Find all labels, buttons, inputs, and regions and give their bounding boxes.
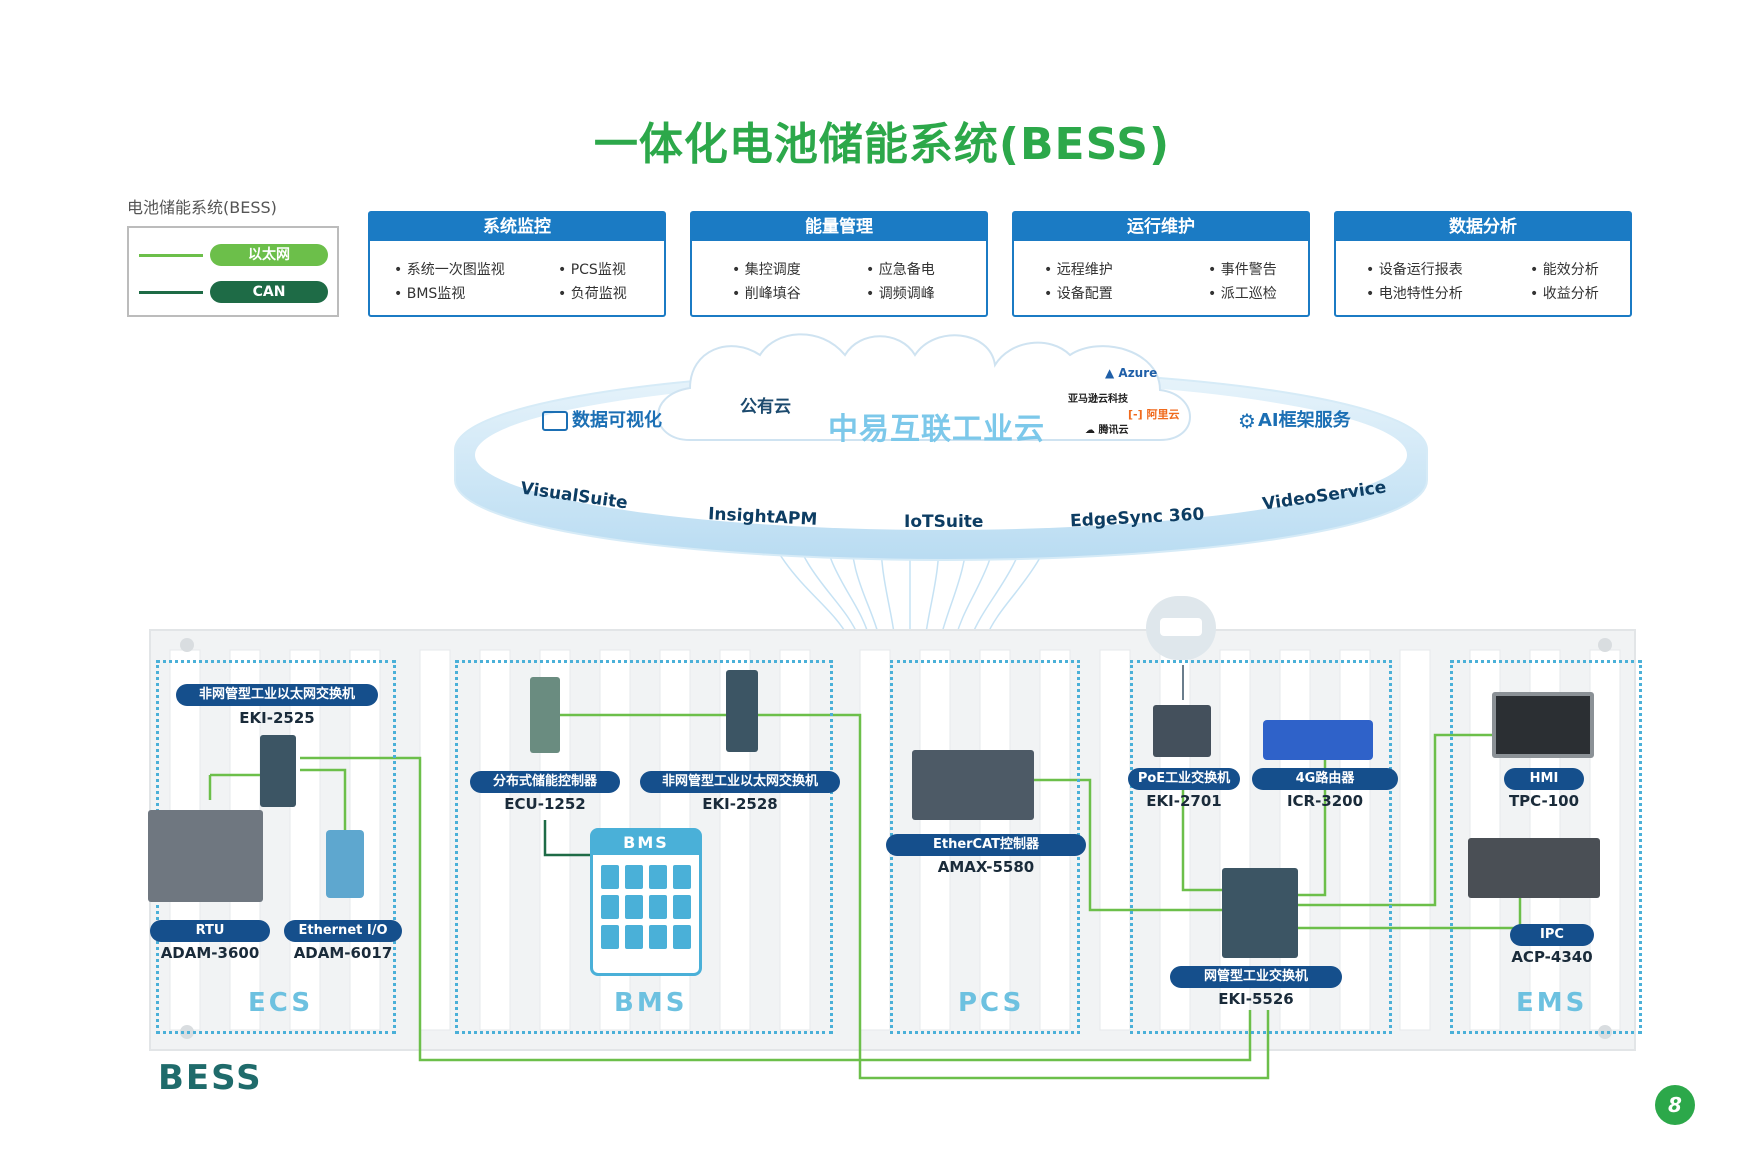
eki2528-model: EKI-2528	[702, 795, 778, 813]
zone-label-pcs: PCS	[958, 988, 1025, 1018]
camera-icon	[1146, 596, 1216, 660]
amax5580-model: AMAX-5580	[937, 858, 1035, 876]
eki5526-label: 网管型工业交换机	[1170, 966, 1342, 988]
panel-item: 设备运行报表	[1366, 259, 1463, 279]
legend-can: CAN	[210, 281, 328, 303]
panel-operation-maintenance: 运行维护 远程维护 事件警告 设备配置 派工巡检	[1012, 211, 1310, 317]
aws-logo: 亚马逊云科技	[1068, 394, 1128, 405]
eki2528-label: 非网管型工业以太网交换机	[640, 771, 840, 793]
panel-title: 数据分析	[1336, 213, 1630, 241]
panel-item: 负荷监视	[558, 283, 627, 303]
legend-caption: 电池储能系统(BESS)	[127, 198, 277, 217]
gears-icon: ⚙	[1238, 409, 1256, 433]
ecu1252-label: 分布式储能控制器	[470, 771, 620, 793]
zone-bms	[455, 660, 833, 1034]
feature-label: 数据可视化	[572, 410, 662, 431]
adam3600-label: RTU	[150, 920, 270, 942]
legend-ethernet: 以太网	[210, 244, 328, 266]
ethernet-wiring	[208, 713, 1522, 1080]
panel-title: 运行维护	[1014, 213, 1308, 241]
zone-ems	[1450, 660, 1642, 1034]
panel-item: 派工巡检	[1208, 283, 1277, 303]
public-cloud-label: 公有云	[740, 397, 791, 417]
azure-label: Azure	[1118, 366, 1158, 380]
panel-item: 事件警告	[1208, 259, 1277, 279]
panel-energy-management: 能量管理 集控调度 应急备电 削峰填谷 调频调峰	[690, 211, 988, 317]
amax5580-controller-icon	[912, 750, 1034, 820]
panel-title: 系统监控	[370, 213, 664, 241]
adam3600-rtu-icon	[148, 810, 263, 902]
can-line-swatch	[139, 291, 203, 294]
acp4340-model: ACP-4340	[1511, 948, 1593, 966]
cloud-icon	[657, 333, 1191, 441]
ecu1252-controller-icon	[530, 677, 560, 753]
panel-item: 收益分析	[1530, 283, 1599, 303]
panel-item: 应急备电	[866, 259, 935, 279]
panel-item: 能效分析	[1530, 259, 1599, 279]
adam6017-label: Ethernet I/O	[284, 920, 402, 942]
eki2701-model: EKI-2701	[1146, 792, 1222, 810]
eki2525-switch-icon	[260, 735, 296, 807]
panel-data-analysis: 数据分析 设备运行报表 能效分析 电池特性分析 收益分析	[1334, 211, 1632, 317]
eki2528-switch-icon	[726, 670, 758, 752]
bms-battery-icon: BMS	[590, 828, 702, 976]
zone-label-ecs: ECS	[248, 988, 314, 1018]
panel-item: BMS监视	[394, 283, 466, 303]
eki2701-poe-switch-icon	[1153, 705, 1211, 757]
cloud-platform-name: 中易互联工业云	[828, 412, 1045, 447]
data-visualization-feature: 数据可视化	[542, 406, 662, 432]
panel-item: PCS监视	[558, 259, 626, 279]
eki5526-model: EKI-5526	[1218, 990, 1294, 1008]
panel-item: 削峰填谷	[732, 283, 801, 303]
page-title: 一体化电池储能系统(BESS)	[593, 119, 1171, 170]
eki5526-managed-switch-icon	[1222, 868, 1298, 958]
panel-system-monitoring: 系统监控 系统一次图监视 PCS监视 BMS监视 负荷监视	[368, 211, 666, 317]
zone-label-ems: EMS	[1516, 988, 1588, 1018]
zone-label-bms: BMS	[614, 988, 688, 1018]
adam3600-model: ADAM-3600	[160, 944, 260, 962]
panel-item: 电池特性分析	[1366, 283, 1463, 303]
ai-framework-feature: ⚙AI框架服务	[1238, 406, 1351, 433]
eki2701-label: PoE工业交换机	[1128, 768, 1240, 790]
panel-item: 集控调度	[732, 259, 801, 279]
ecu1252-model: ECU-1252	[504, 795, 586, 813]
service-iotsuite: IoTSuite	[904, 512, 984, 532]
panel-item: 远程维护	[1044, 259, 1113, 279]
icr3200-label: 4G路由器	[1252, 768, 1398, 790]
feature-label: AI框架服务	[1257, 410, 1351, 431]
panel-item: 调频调峰	[866, 283, 935, 303]
icr3200-model: ICR-3200	[1286, 792, 1364, 810]
amax5580-label: EtherCAT控制器	[886, 834, 1086, 856]
azure-logo: ▲ Azure	[1105, 366, 1158, 380]
panel-item: 设备配置	[1044, 283, 1113, 303]
tpc100-hmi-icon	[1492, 692, 1594, 758]
adam6017-io-icon	[326, 830, 364, 898]
page-number: 8	[1655, 1085, 1695, 1125]
tencent-cloud-logo: ☁ 腾讯云	[1085, 425, 1129, 436]
panel-title: 能量管理	[692, 213, 986, 241]
eki2525-model: EKI-2525	[239, 709, 315, 727]
zone-communication	[1130, 660, 1392, 1034]
aliyun-label: 阿里云	[1146, 408, 1180, 421]
battery-cells	[593, 855, 699, 959]
can-wiring	[543, 820, 605, 857]
acp4340-label: IPC	[1510, 924, 1594, 946]
panel-item: 系统一次图监视	[394, 259, 505, 279]
aliyun-logo: [-] 阿里云	[1128, 408, 1180, 421]
bess-label: BESS	[158, 1058, 263, 1098]
adam6017-model: ADAM-6017	[293, 944, 393, 962]
tencent-label: 腾讯云	[1098, 425, 1129, 436]
tpc100-model: TPC-100	[1508, 792, 1580, 810]
legend: 以太网 CAN	[127, 226, 339, 317]
bms-title: BMS	[593, 831, 699, 855]
acp4340-ipc-icon	[1468, 838, 1600, 898]
icr3200-router-icon	[1263, 720, 1373, 760]
chart-screen-icon	[542, 411, 568, 431]
ethernet-line-swatch	[139, 254, 203, 257]
tpc100-label: HMI	[1504, 768, 1584, 790]
eki2525-label: 非网管型工业以太网交换机	[176, 684, 378, 706]
